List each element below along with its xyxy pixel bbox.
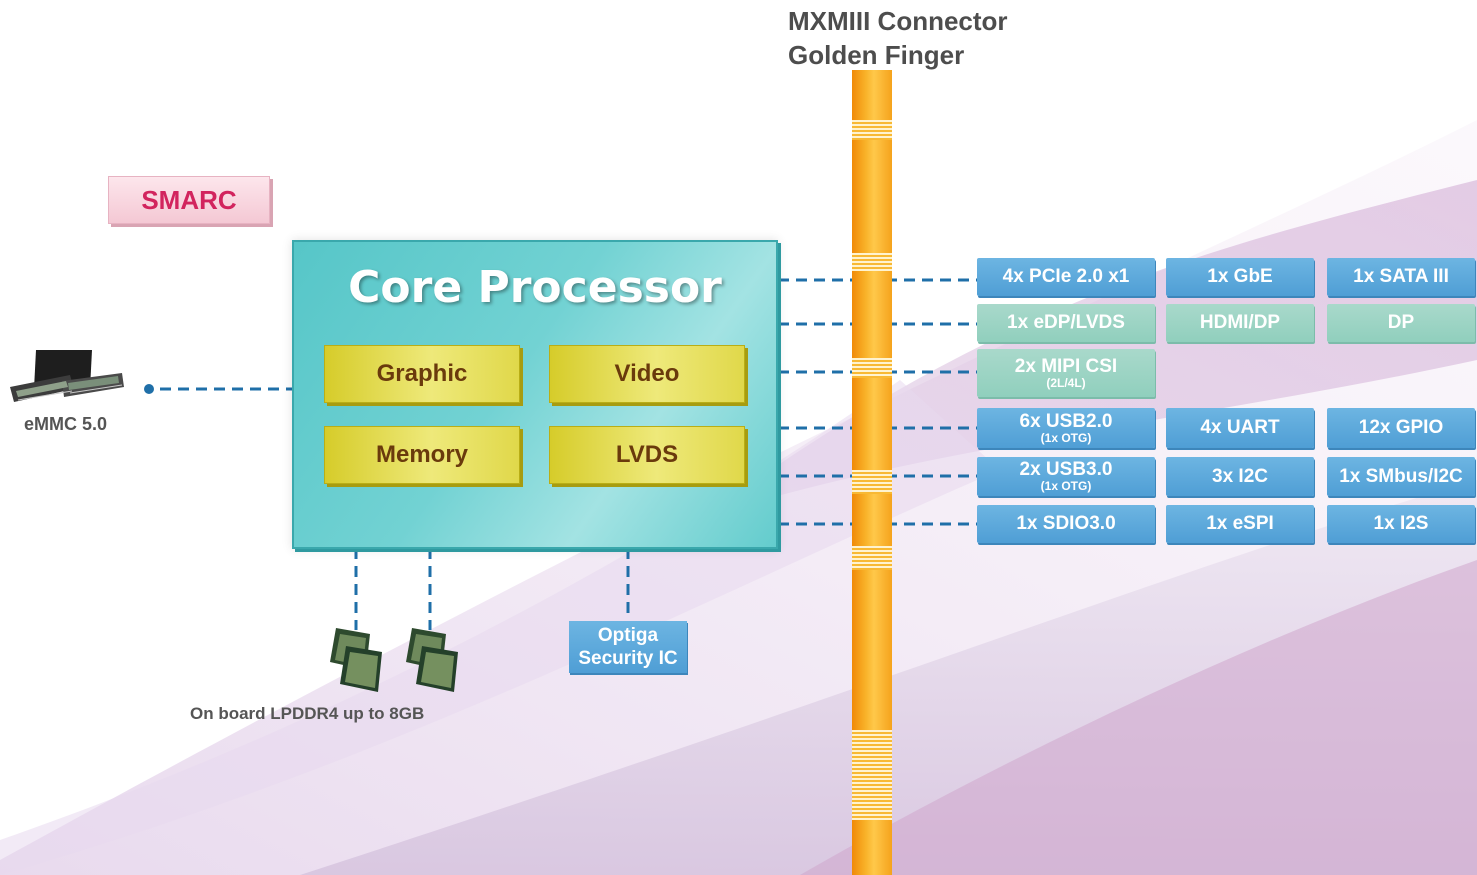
optiga-line2: Security IC (578, 648, 678, 669)
video-block: Video (549, 345, 745, 403)
interface-gpio: 12x GPIO (1327, 408, 1475, 448)
interface-hdmi-dp: HDMI/DP (1166, 304, 1314, 342)
optiga-security-ic: Optiga Security IC (569, 621, 687, 673)
interface-usb2: 6x USB2.0 (1x OTG) (977, 408, 1155, 448)
smarc-badge: SMARC (108, 176, 270, 224)
interface-gbe: 1x GbE (1166, 258, 1314, 296)
interface-i2s: 1x I2S (1327, 505, 1475, 543)
mipi-csi-label: 2x MIPI CSI (1014, 355, 1118, 377)
emmc-chip-icon (10, 350, 124, 402)
interface-smbus-i2c: 1x SMbus/I2C (1327, 457, 1475, 496)
connector-title: MXMIII Connector Golden Finger (788, 4, 1008, 72)
emmc-label: eMMC 5.0 (24, 414, 108, 434)
usb2-label: 6x USB2.0 (1019, 410, 1113, 432)
connector-title-line2: Golden Finger (788, 40, 965, 70)
graphic-block: Graphic (324, 345, 520, 403)
memory-block: Memory (324, 426, 520, 484)
interface-sdio: 1x SDIO3.0 (977, 505, 1155, 543)
lpddr4-label: On board LPDDR4 up to 8GB (190, 704, 425, 723)
lvds-block: LVDS (549, 426, 745, 484)
interface-espi: 1x eSPI (1166, 505, 1314, 543)
lpddr4-chip-icon (406, 628, 458, 692)
interface-edp-lvds: 1x eDP/LVDS (977, 304, 1155, 342)
processor-title: Core Processor (348, 262, 722, 313)
usb2-sub: (1x OTG) (1040, 430, 1092, 445)
interface-i2c: 3x I2C (1166, 457, 1314, 496)
interface-dp: DP (1327, 304, 1475, 342)
connector-title-line1: MXMIII Connector (788, 6, 1008, 36)
mipi-csi-sub: (2L/4L) (1046, 375, 1086, 390)
interface-usb3: 2x USB3.0 (1x OTG) (977, 457, 1155, 496)
golden-finger-bus (852, 70, 892, 875)
optiga-line1: Optiga (597, 625, 659, 646)
interface-uart: 4x UART (1166, 408, 1314, 448)
interface-sata: 1x SATA III (1327, 258, 1475, 296)
core-processor: Core Processor Graphic Video Memory LVDS (292, 240, 778, 549)
lpddr4-chip-icon (330, 628, 382, 692)
interface-mipi-csi: 2x MIPI CSI (2L/4L) (977, 349, 1155, 397)
interface-pcie: 4x PCIe 2.0 x1 (977, 258, 1155, 296)
usb3-sub: (1x OTG) (1040, 479, 1092, 493)
usb3-label: 2x USB3.0 (1019, 459, 1113, 480)
